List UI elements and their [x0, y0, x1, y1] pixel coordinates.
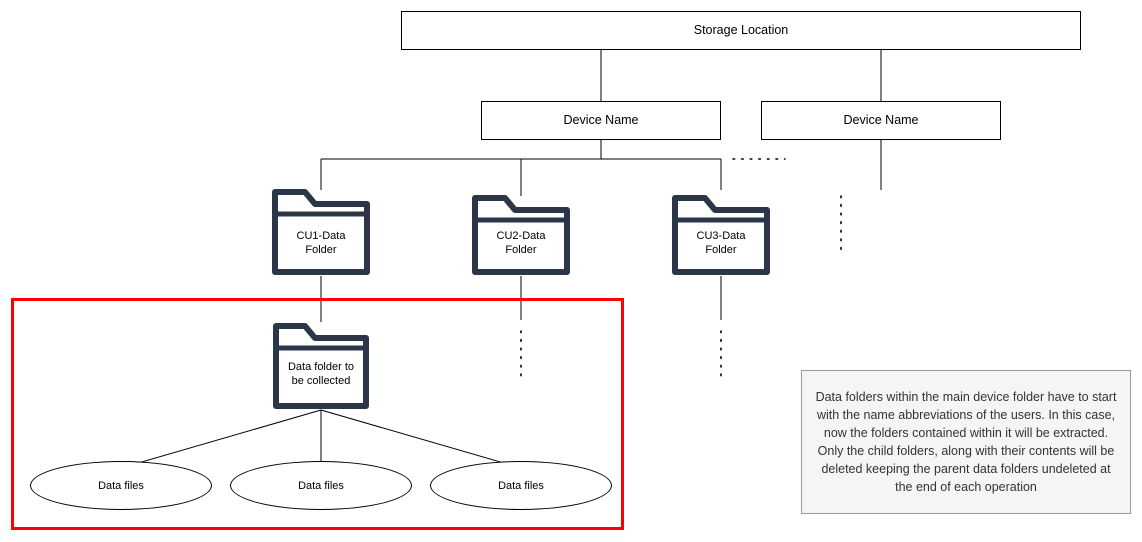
storage-location-label: Storage Location	[693, 23, 789, 37]
cu2-data-folder[interactable]: CU2-Data Folder	[471, 194, 571, 276]
folder-icon	[273, 323, 369, 409]
data-files-ellipse-1[interactable]: Data files	[30, 461, 212, 510]
device-name-box-2[interactable]: Device Name	[761, 101, 1001, 140]
note-box: Data folders within the main device fold…	[801, 370, 1131, 514]
storage-location-box[interactable]: Storage Location	[401, 11, 1081, 50]
folder-icon	[672, 195, 770, 275]
data-files-label-3: Data files	[498, 479, 544, 492]
collected-data-folder-label: Data folder to be collected	[287, 361, 355, 387]
device-name-box-1[interactable]: Device Name	[481, 101, 721, 140]
cu1-data-folder[interactable]: CU1-Data Folder	[271, 188, 371, 276]
cu3-data-folder[interactable]: CU3-Data Folder	[671, 194, 771, 276]
note-text: Data folders within the main device fold…	[815, 390, 1117, 494]
data-files-ellipse-2[interactable]: Data files	[230, 461, 412, 510]
data-files-ellipse-3[interactable]: Data files	[430, 461, 612, 510]
highlight-region	[11, 298, 624, 530]
cu2-data-folder-label: CU2-Data Folder	[496, 230, 546, 256]
cu3-data-folder-label: CU3-Data Folder	[696, 230, 746, 256]
folder-icon	[472, 195, 570, 275]
data-files-label-2: Data files	[298, 479, 344, 492]
folder-icon	[272, 189, 370, 275]
collected-data-folder[interactable]: Data folder to be collected	[272, 322, 370, 410]
cu1-data-folder-label: CU1-Data Folder	[296, 230, 346, 256]
device-name-label-1: Device Name	[563, 113, 639, 127]
data-files-label-1: Data files	[98, 479, 144, 492]
device-name-label-2: Device Name	[843, 113, 919, 127]
